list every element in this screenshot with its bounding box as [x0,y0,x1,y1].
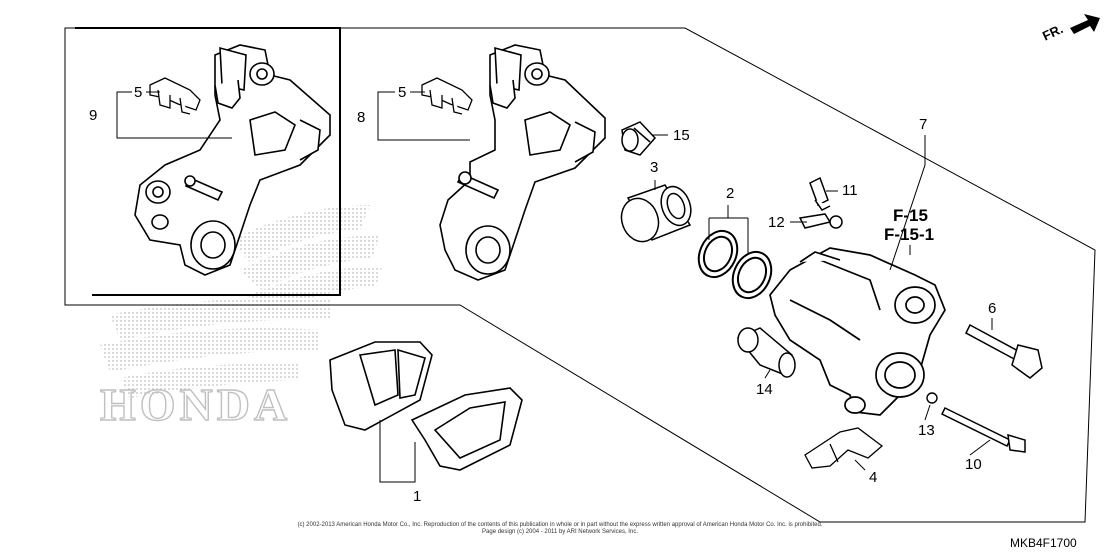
caliper-bracket-9 [134,44,331,276]
callout-14: 14 [756,381,773,398]
callout-13: 13 [918,422,935,439]
callout-12: 12 [768,214,785,231]
pad-pin-10 [940,406,1026,453]
boot-15 [621,121,657,156]
callout-1: 1 [413,488,422,505]
brake-pads-1 [329,341,523,471]
piston-seals-2 [697,229,773,300]
callout-9: 9 [89,107,98,124]
caliper-bracket-8 [439,44,606,281]
honda-watermark-text: HONDA [100,379,291,430]
front-direction-arrow [1070,14,1100,34]
copyright-line-2: Page design (c) 2004 - 2011 by ARI Netwo… [482,529,638,535]
callout-3: 3 [650,159,659,176]
pad-spring-5-mid [421,77,473,115]
ref-code-f15[interactable]: F-15 [893,206,928,225]
callout-4: 4 [869,469,878,486]
slide-pin-14 [736,327,796,378]
callout-5-left: 5 [134,84,143,101]
bracket-9-box [75,27,341,296]
caliper-body [769,247,946,416]
honda-wing-watermark [100,205,382,398]
callout-2: 2 [726,185,735,202]
bleed-valve-11 [809,176,831,211]
main-group-outline [64,27,1096,523]
slide-pin-6 [965,323,1043,379]
callout-7: 7 [919,116,928,133]
bleed-cap-12 [798,213,843,229]
callout-10: 10 [965,456,982,473]
callout-15: 15 [673,127,690,144]
pad-spring-4 [804,427,884,469]
ref-code-f15-1[interactable]: F-15-1 [884,225,935,244]
callout-11: 11 [842,182,858,199]
leader-lines [116,91,993,483]
pad-spring-5-left [149,77,201,115]
callout-6: 6 [988,300,997,317]
copyright-notice: (c) 2002-2013 American Honda Motor Co., … [270,522,850,536]
diagram-code: MKB4F1700 [1010,536,1077,550]
piston-3 [620,184,692,243]
copyright-line-1: (c) 2002-2013 American Honda Motor Co., … [297,522,823,528]
clip-13 [926,392,938,404]
callout-8: 8 [357,109,366,126]
callout-5-mid: 5 [398,84,407,101]
